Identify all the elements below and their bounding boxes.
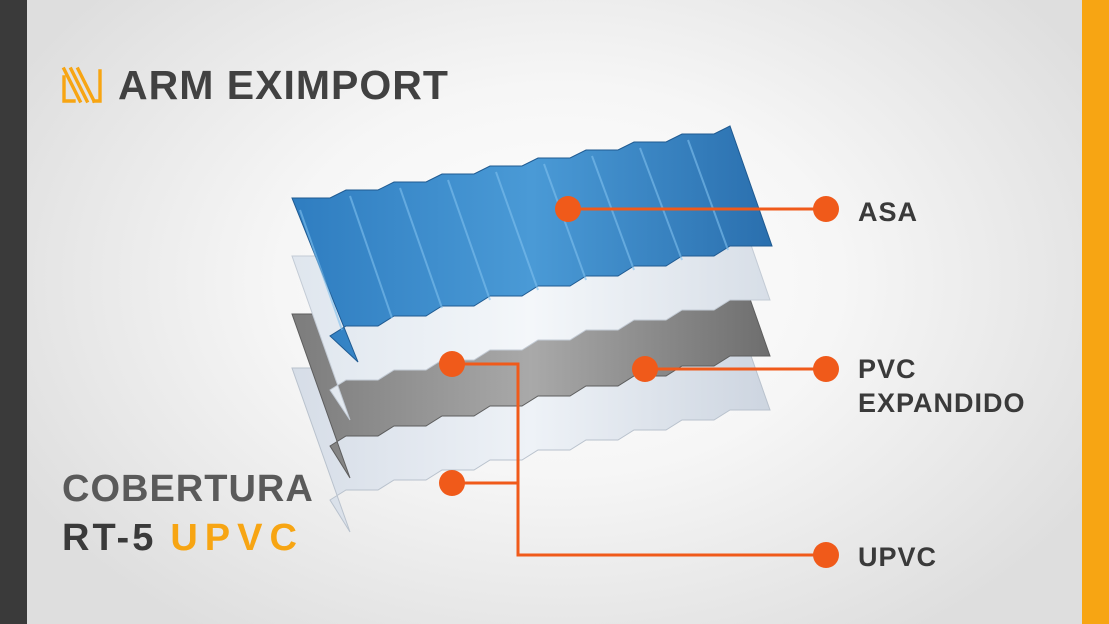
title-model-code: RT-5: [62, 517, 157, 559]
asa-dot-start: [555, 196, 581, 222]
brand-second: EXIMPORT: [226, 61, 449, 108]
callout-lines: [452, 207, 826, 557]
label-expandido: EXPANDIDO: [858, 388, 1026, 418]
brand-first: ARM: [118, 61, 215, 108]
upvc-dot-middle: [439, 351, 465, 377]
title-accent-upvc: UPVC: [170, 517, 304, 559]
asa-ridge-highlights: [299, 139, 729, 331]
asa-top-sheet: [291, 125, 773, 363]
right-accent-bar: [1082, 0, 1109, 624]
brand-name: ARM EXIMPORT: [118, 62, 449, 109]
upvc-dot-end: [813, 542, 839, 568]
title-model: RT-5 UPVC: [62, 517, 304, 560]
arm-chevron-mark-icon: [61, 66, 102, 104]
callout-dots: [439, 196, 839, 568]
pvc-dot-end: [813, 356, 839, 382]
label-pvc: PVC: [858, 354, 917, 384]
pvc-dot-start: [632, 356, 658, 382]
upvc-dot-bottom: [439, 470, 465, 496]
company-logo: ARM EXIMPORT: [60, 62, 449, 108]
title-cobertura: COBERTURA: [62, 468, 314, 510]
left-dark-bar: [0, 0, 27, 624]
asa-dot-end: [813, 196, 839, 222]
label-upvc: UPVC: [858, 542, 938, 572]
label-asa: ASA: [858, 197, 919, 227]
